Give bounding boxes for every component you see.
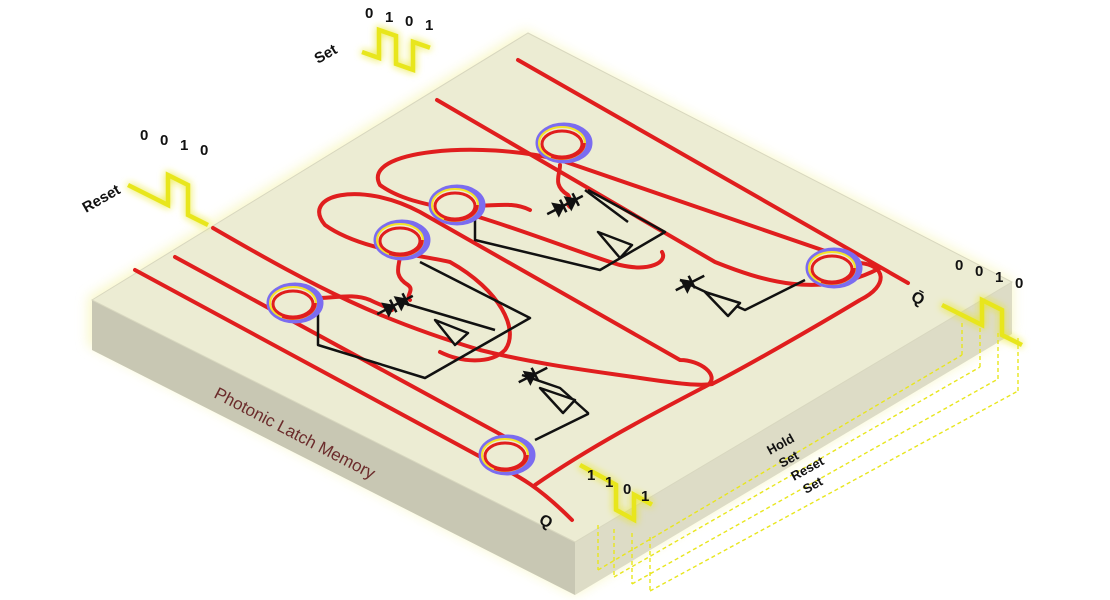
- photodiode-lower-left: [518, 366, 548, 386]
- q-waveform: [578, 463, 654, 524]
- ring-mid-left: [373, 219, 431, 261]
- circuit-left-inner: [399, 300, 496, 332]
- set-waveform: [361, 26, 431, 74]
- ring-top-right: [535, 122, 593, 164]
- q-waveform-bit: 1: [641, 488, 649, 505]
- ring-bottom: [478, 434, 536, 476]
- qbar-waveform-bit: 0: [955, 257, 963, 274]
- ring-right: [805, 247, 863, 289]
- projection-dashes: [597, 320, 1019, 592]
- ring-left: [266, 282, 324, 324]
- set-waveform-bit: 1: [425, 17, 433, 34]
- waveguide-loop-left: [317, 192, 714, 487]
- photodiode-lower-right: [675, 274, 705, 294]
- circuit-left-box: [316, 260, 532, 380]
- set-waveform-bit: 1: [385, 9, 393, 26]
- reset-waveform-bit: 0: [140, 127, 148, 144]
- qbar-waveform-bit: 0: [1015, 275, 1023, 292]
- chip-board: [88, 30, 1014, 595]
- set-input-label: Set: [312, 41, 341, 67]
- circuit-lower-left: [521, 373, 590, 442]
- q-waveform-bit: 1: [605, 474, 613, 491]
- qbar-waveform-bit: 0: [975, 263, 983, 280]
- board-side-right: [575, 282, 1012, 595]
- electrical-circuits: [316, 188, 806, 442]
- reset-input-label: Reset: [80, 181, 124, 216]
- reset-waveform: [126, 171, 210, 228]
- amplifier-right-inner-icon: [596, 230, 634, 260]
- amplifier-lower-right-icon: [703, 290, 742, 318]
- photodiodes: [376, 192, 705, 386]
- board-side-left: [92, 300, 575, 595]
- waveguide-loop-right: [375, 147, 883, 386]
- set-waveform-bit: 0: [365, 5, 373, 22]
- qbar-waveform: [940, 296, 1024, 348]
- amplifier-left-inner-icon: [433, 318, 470, 347]
- waveguide-qbar-bus: [516, 58, 910, 285]
- circuit-right-inner: [584, 188, 629, 224]
- circuit-right-box: [473, 188, 667, 272]
- qbar-waveform-bit: 1: [995, 269, 1003, 286]
- reset-waveform-bit: 1: [180, 137, 188, 154]
- waveguide-drop-left: [396, 253, 413, 302]
- set-waveform-bit: 0: [405, 13, 413, 30]
- reset-waveform-bit: 0: [200, 142, 208, 159]
- q-waveform-bit: 1: [587, 467, 595, 484]
- microrings: [266, 122, 863, 476]
- amplifiers: [433, 230, 742, 415]
- amplifier-lower-left-icon: [538, 386, 577, 415]
- photodiode-right: [546, 192, 584, 218]
- reset-waveform-bit: 0: [160, 132, 168, 149]
- ring-top-left: [428, 184, 486, 226]
- q-waveform-bit: 0: [623, 481, 631, 498]
- photodiode-left: [376, 292, 414, 318]
- waveguide-reset-input: [211, 226, 714, 387]
- waveguide-left-pump: [173, 255, 522, 447]
